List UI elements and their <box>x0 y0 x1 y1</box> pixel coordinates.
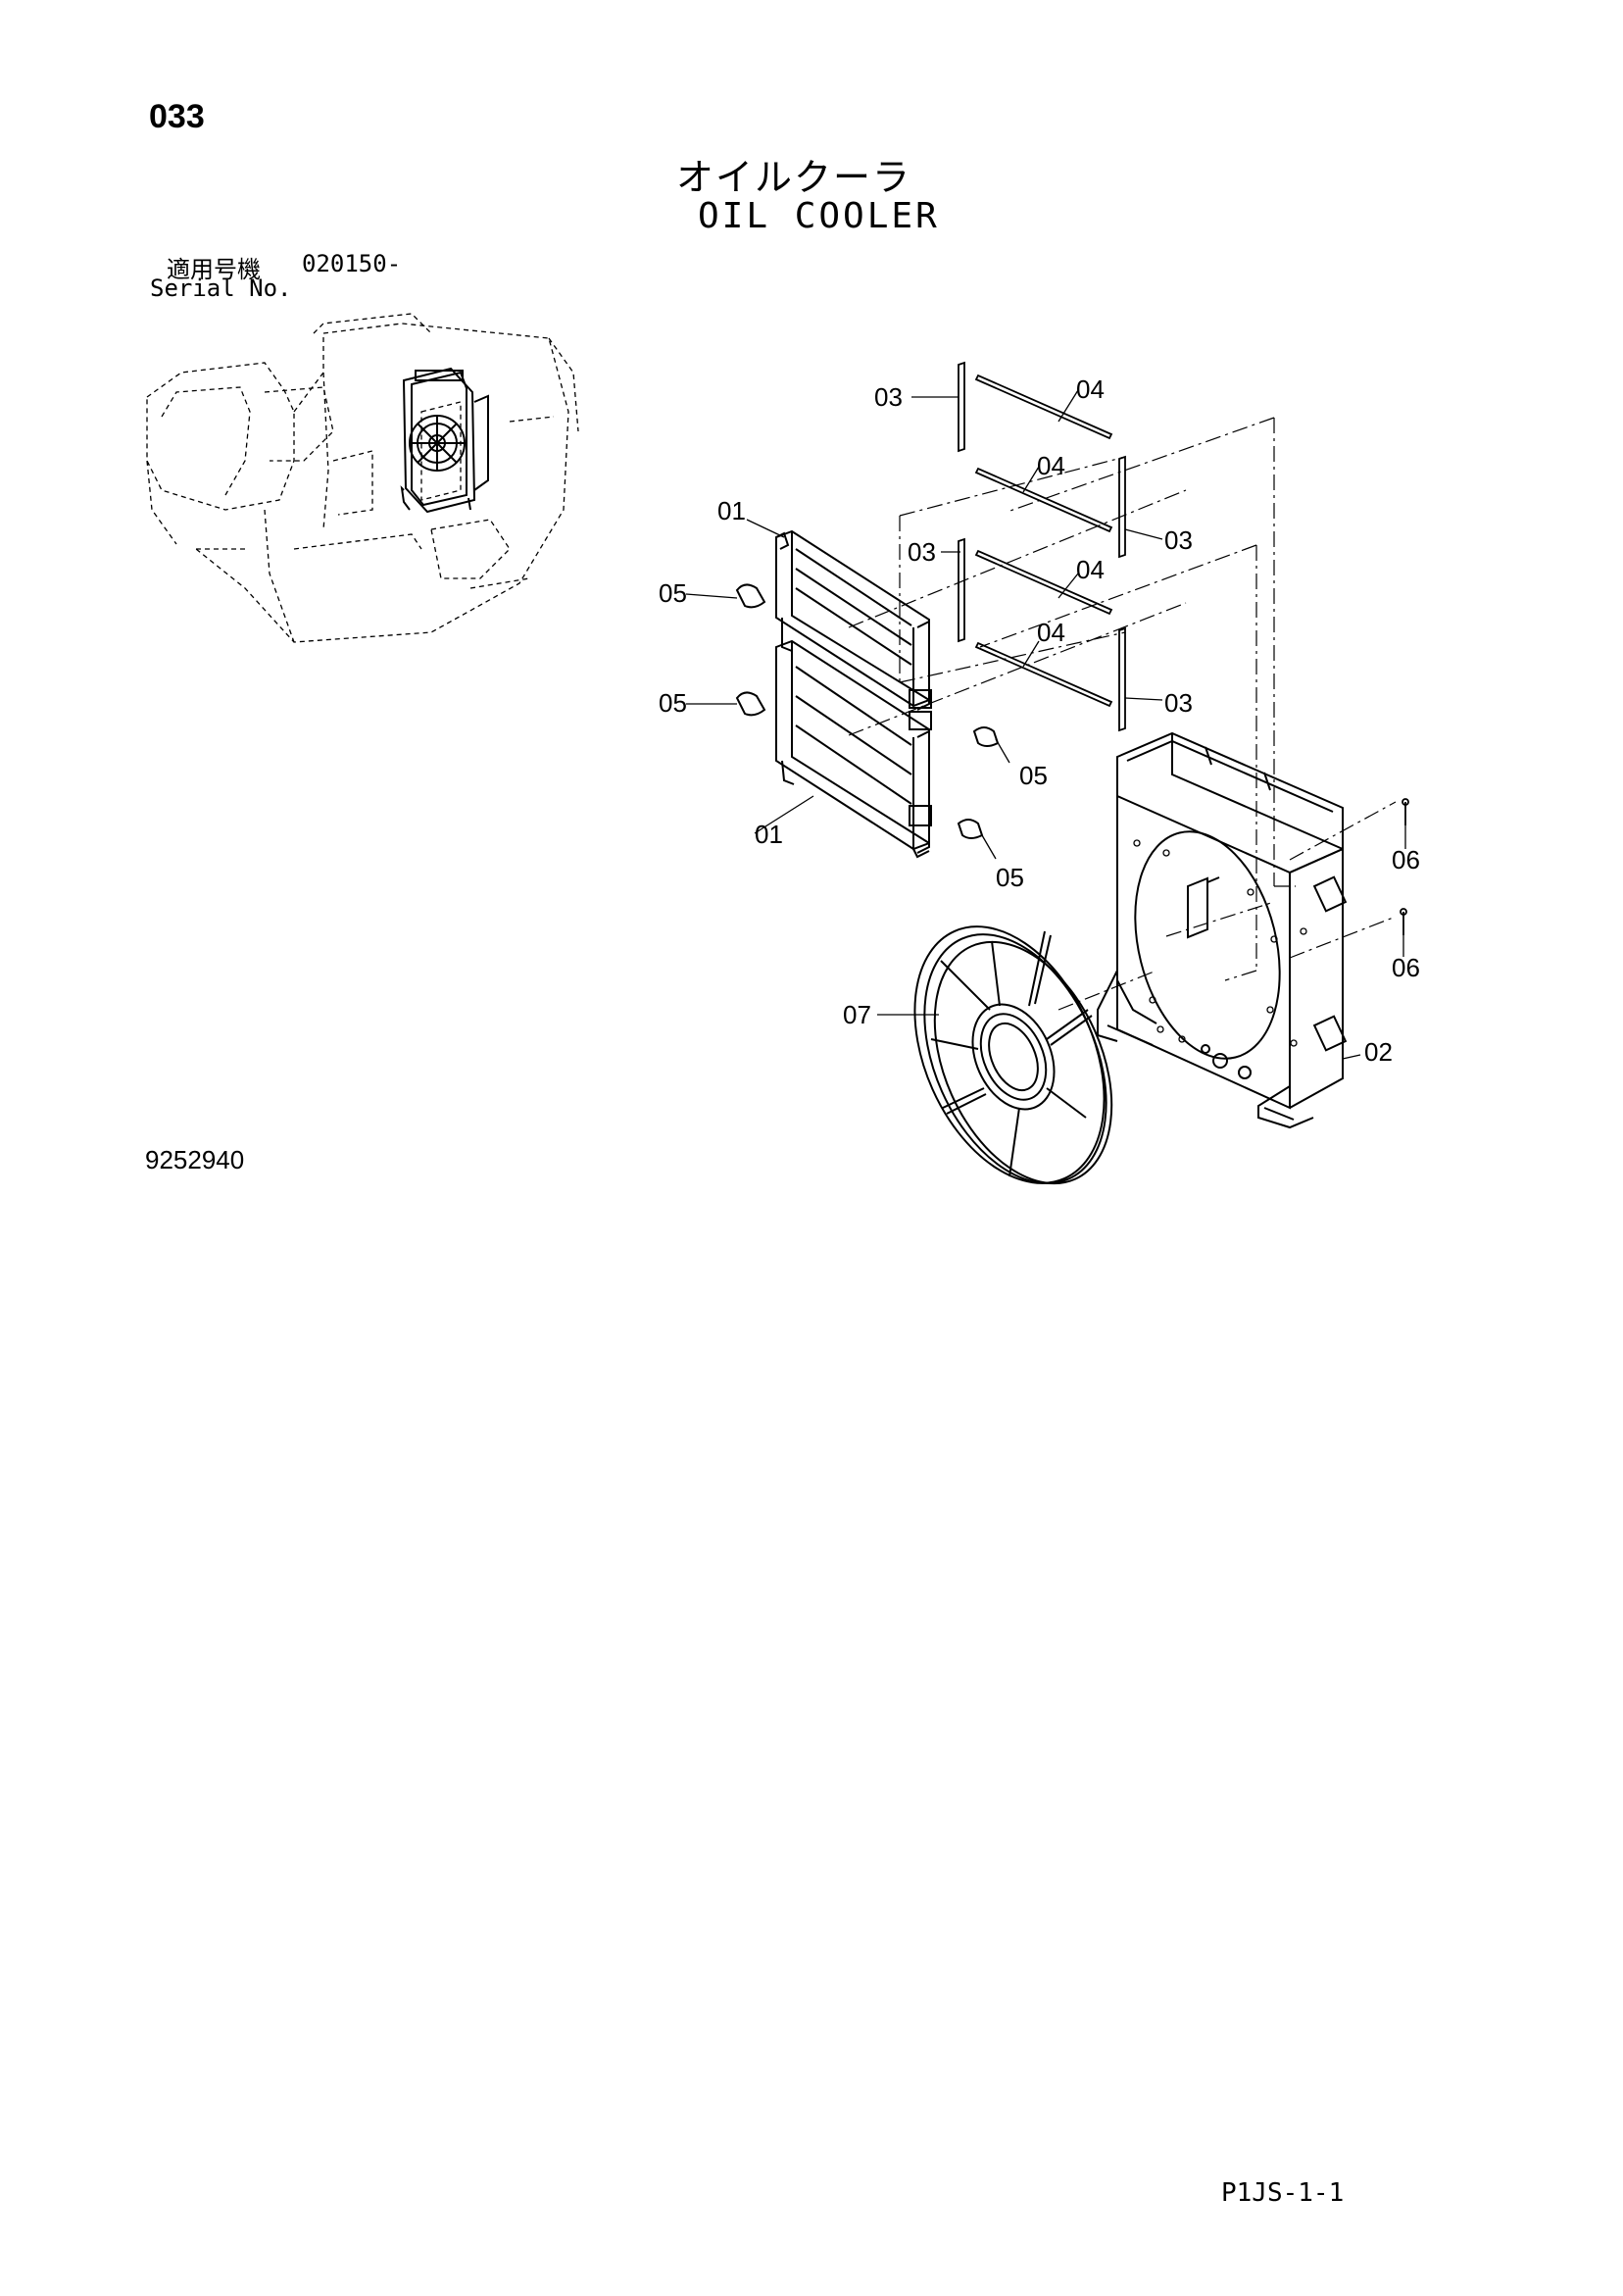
page-code: P1JS-1-1 <box>1221 2178 1345 2208</box>
callout-06: 06 <box>1392 953 1420 982</box>
serial-value: 020150- <box>302 250 402 277</box>
callout-03: 03 <box>1164 688 1193 718</box>
callout-07: 07 <box>843 1000 871 1029</box>
part-04-strips <box>974 374 1113 708</box>
callout-03: 03 <box>874 382 903 412</box>
title-japanese: オイルクーラ <box>676 156 912 199</box>
callout-04: 04 <box>1037 451 1065 480</box>
callout-04: 04 <box>1076 555 1105 584</box>
locator-oil-cooler <box>400 367 489 514</box>
title-english: OIL COOLER <box>698 196 940 236</box>
part-01-cooler-upper <box>775 529 932 711</box>
callout-03: 03 <box>908 537 936 567</box>
callout-05: 05 <box>659 578 687 608</box>
page-number: 033 <box>149 98 205 135</box>
serial-label-english: Serial No. <box>150 275 292 302</box>
callout-05: 05 <box>996 863 1024 892</box>
drawing-number: 9252940 <box>145 1145 245 1174</box>
part-07-fan-guard <box>913 925 1113 1185</box>
callout-03: 03 <box>1164 525 1193 555</box>
callout-04: 04 <box>1037 618 1065 647</box>
leader-lines <box>685 389 1406 1060</box>
callout-05: 05 <box>659 688 687 718</box>
callout-06: 06 <box>1392 845 1420 874</box>
part-06-bolts <box>1400 798 1409 935</box>
machine-locator-sketch <box>146 313 579 643</box>
serial-label-japanese: 適用号機 <box>167 256 261 283</box>
part-02-frame <box>1097 731 1348 1129</box>
callout-05: 05 <box>1019 761 1048 790</box>
part-01-cooler-lower <box>775 639 932 859</box>
callout-02: 02 <box>1364 1037 1393 1067</box>
callout-labels: 03 04 04 03 03 04 04 03 01 01 05 05 05 0… <box>659 374 1420 1067</box>
callout-01: 01 <box>717 496 746 525</box>
callout-04: 04 <box>1076 374 1105 404</box>
callout-01: 01 <box>755 820 783 849</box>
